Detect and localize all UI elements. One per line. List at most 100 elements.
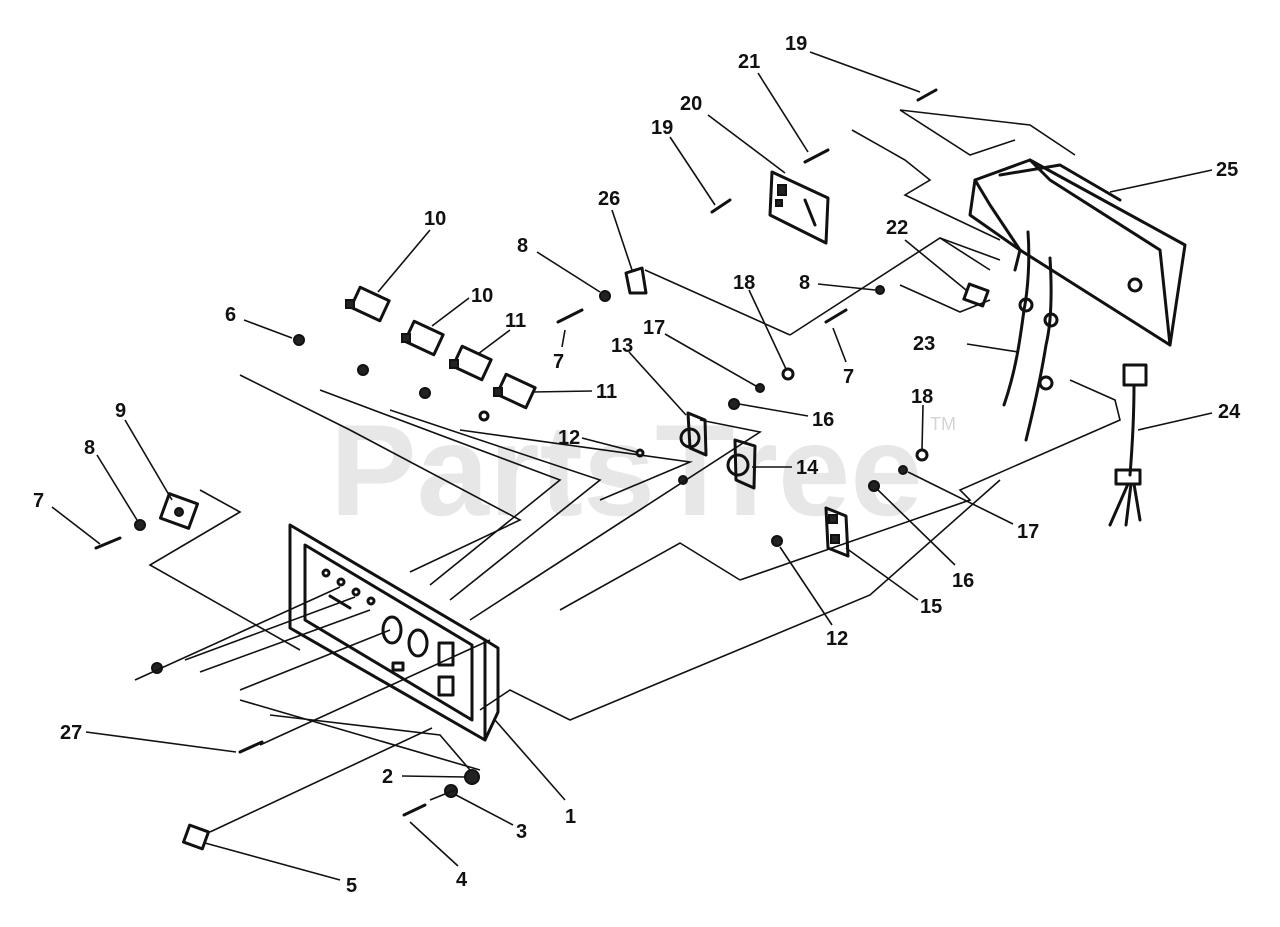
- screw-19-left: [710, 198, 732, 214]
- svg-text:25: 25: [1216, 159, 1238, 181]
- nut-17-center: [755, 383, 765, 393]
- screw-7-right: [824, 308, 848, 324]
- nut-8-left: [134, 519, 146, 531]
- callout-25: 25: [1109, 159, 1238, 193]
- nut-2: [464, 769, 480, 785]
- callout-10-upper: 10: [377, 208, 446, 293]
- svg-text:16: 16: [952, 570, 974, 592]
- svg-text:10: 10: [471, 285, 493, 307]
- control-panel: [288, 523, 500, 742]
- callout-20: 20: [680, 93, 786, 174]
- screw-7-left: [94, 536, 122, 550]
- callout-5: 5: [204, 842, 357, 897]
- svg-text:27: 27: [60, 722, 82, 744]
- svg-text:2: 2: [382, 766, 393, 788]
- nut-switch-2: [357, 364, 369, 376]
- svg-text:18: 18: [911, 386, 933, 408]
- nut-17-right: [898, 465, 908, 475]
- callout-17-center: 17: [643, 317, 757, 387]
- enclosure-box: [968, 158, 1187, 347]
- svg-text:21: 21: [738, 51, 760, 73]
- switch-10-upper: [345, 285, 391, 323]
- svg-text:10: 10: [424, 208, 446, 230]
- svg-text:19: 19: [785, 33, 807, 55]
- callout-8-right: 8: [799, 272, 876, 294]
- power-cord: [1108, 363, 1148, 527]
- svg-text:14: 14: [796, 457, 819, 479]
- callout-12-right: 12: [779, 546, 848, 650]
- callout-8-left: 8: [84, 437, 138, 521]
- callout-17-right: 17: [907, 471, 1039, 543]
- callout-18-center: 18: [733, 272, 787, 370]
- nut-12-right: [771, 535, 783, 547]
- callout-7-left: 7: [33, 490, 101, 545]
- svg-text:7: 7: [33, 490, 44, 512]
- callout-22: 22: [886, 217, 967, 291]
- svg-text:12: 12: [558, 427, 580, 449]
- callout-21: 21: [738, 51, 809, 153]
- washer-18-center: [781, 367, 795, 381]
- svg-text:16: 16: [812, 409, 834, 431]
- callout-24: 24: [1137, 401, 1241, 431]
- callout-10-lower: 10: [431, 285, 493, 327]
- svg-text:9: 9: [115, 400, 126, 422]
- svg-text:17: 17: [643, 317, 665, 339]
- screw-7-center: [556, 308, 584, 324]
- clamp: [624, 266, 648, 295]
- receptacle-13: [679, 411, 708, 457]
- svg-text:24: 24: [1218, 401, 1241, 423]
- receptacle-14: [726, 438, 757, 490]
- svg-text:8: 8: [799, 272, 810, 294]
- callout-6: 6: [225, 304, 293, 339]
- svg-text:17: 17: [1017, 521, 1039, 543]
- switch-10-lower: [401, 319, 445, 357]
- nut-8-center: [599, 290, 611, 302]
- svg-text:23: 23: [913, 333, 935, 355]
- svg-text:8: 8: [517, 235, 528, 257]
- plug: [158, 492, 200, 530]
- nut-16-right: [868, 480, 880, 492]
- callout-1: 1: [494, 719, 576, 828]
- svg-text:22: 22: [886, 217, 908, 239]
- callout-8-center: 8: [517, 235, 601, 293]
- callout-23: 23: [913, 333, 1019, 355]
- switch-11-lower: [493, 372, 537, 410]
- nut-16-center: [728, 398, 740, 410]
- callout-11-upper: 11: [477, 310, 526, 355]
- callout-27: 27: [60, 722, 237, 753]
- screw-19-top: [916, 88, 938, 102]
- svg-text:7: 7: [553, 351, 564, 373]
- duplex-outlet: [824, 506, 850, 558]
- watermark-tm: TM: [930, 414, 956, 434]
- svg-text:1: 1: [565, 806, 576, 828]
- callout-19-left: 19: [651, 117, 716, 206]
- circuit-board: [768, 170, 830, 245]
- callout-13: 13: [611, 335, 687, 416]
- svg-text:12: 12: [826, 628, 848, 650]
- callout-7-right: 7: [832, 327, 854, 388]
- callout-26: 26: [598, 188, 633, 271]
- callout-14: 14: [752, 457, 819, 479]
- svg-text:3: 3: [516, 821, 527, 843]
- svg-text:4: 4: [456, 869, 468, 891]
- callout-11-lower: 11: [531, 381, 617, 403]
- callout-15: 15: [845, 547, 942, 618]
- svg-text:13: 13: [611, 335, 633, 357]
- screw-27: [238, 740, 264, 754]
- svg-text:11: 11: [505, 310, 526, 332]
- wire-harness: [1002, 230, 1059, 442]
- diode: [803, 148, 830, 164]
- callout-16-center: 16: [738, 403, 834, 431]
- callout-19-top: 19: [785, 33, 921, 93]
- callout-9: 9: [115, 400, 173, 501]
- svg-text:7: 7: [843, 366, 854, 388]
- svg-text:20: 20: [680, 93, 702, 115]
- rocker-switch: [182, 823, 210, 851]
- connector: [962, 282, 990, 308]
- screw-4: [402, 803, 427, 817]
- svg-text:6: 6: [225, 304, 236, 326]
- nut-12-center: [635, 448, 645, 458]
- svg-text:5: 5: [346, 875, 357, 897]
- callout-16-right: 16: [877, 489, 974, 592]
